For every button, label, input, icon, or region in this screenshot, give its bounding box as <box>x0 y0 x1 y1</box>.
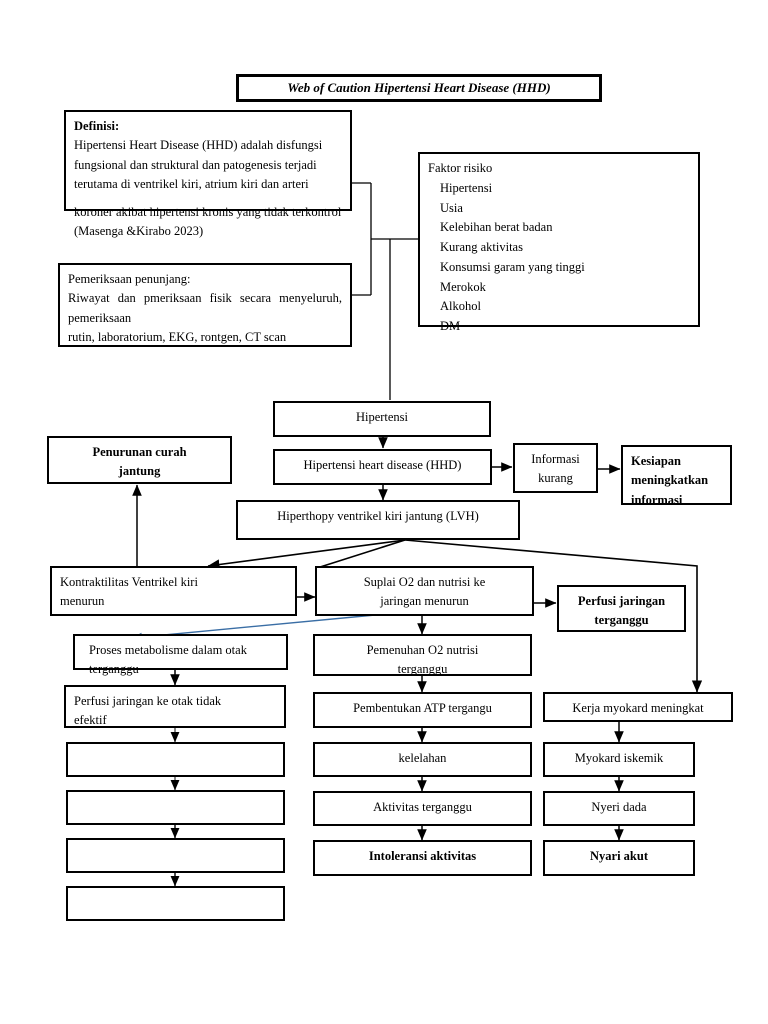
node-perfusi-jaringan-terganggu: Perfusi jaringan terganggu <box>557 585 686 632</box>
node-kontraktilitas-ventrikel-kiri: Kontraktilitas Ventrikel kiri menurun <box>50 566 297 616</box>
node-aktivitas-terganggu: Aktivitas terganggu <box>313 791 532 826</box>
node-label: Perfusi jaringan terganggu <box>577 594 666 628</box>
faktor-risiko-item: Usia <box>440 200 463 215</box>
faktor-risiko-item: Kelebihan berat badan <box>440 220 553 235</box>
node-lvh: Hiperthopy ventrikel kiri jantung (LVH) <box>236 500 520 540</box>
node-label: Informasi kurang <box>531 452 580 486</box>
node-penurunan-curah-jantung: Penurunan curah jantung <box>47 436 232 484</box>
node-label: Kerja myokard meningkat <box>572 701 704 715</box>
node-empty-4 <box>66 886 285 921</box>
node-kesiapan-meningkatkan-informasi: Kesiapan meningkatkan informasi <box>621 445 732 507</box>
node-hipertensi: Hipertensi <box>273 401 491 437</box>
node-kerja-myokard-meningkat: Kerja myokard meningkat <box>543 692 733 722</box>
node-label: Perfusi jaringan ke otak tidak efektif <box>74 694 222 728</box>
node-proses-metabolisme-otak: Proses metabolisme dalam otak terganggu <box>73 634 288 676</box>
node-pemenuhan-o2-nutrisi: Pemenuhan O2 nutrisi terganggu <box>313 634 532 676</box>
node-label: kelelahan <box>398 751 447 765</box>
node-informasi-kurang: Informasi kurang <box>513 443 598 493</box>
faktor-risiko-item: DM <box>440 319 461 333</box>
faktor-risiko-item: Hipertensi <box>440 180 493 195</box>
node-label: Penurunan curah jantung <box>92 445 187 479</box>
faktor-risiko-item: Merokok <box>440 279 486 294</box>
node-label: Hipertensi heart disease (HHD) <box>303 458 462 472</box>
node-label: Hipertensi <box>355 410 409 424</box>
node-label: Suplai O2 dan nutrisi ke jaringan menuru… <box>363 575 486 609</box>
node-kelelahan: kelelahan <box>313 742 532 777</box>
node-label: Nyari akut <box>590 849 648 863</box>
node-perfusi-otak-tidak-efektif: Perfusi jaringan ke otak tidak efektif <box>64 685 286 728</box>
node-intoleransi-aktivitas: Intoleransi aktivitas <box>313 840 532 876</box>
node-pembentukan-atp: Pembentukan ATP tergangu <box>313 692 532 728</box>
node-hhd: Hipertensi heart disease (HHD) <box>273 449 492 485</box>
node-label: Myokard iskemik <box>574 751 664 765</box>
faktor-risiko-heading: Faktor risiko <box>428 161 493 175</box>
node-label: Kontraktilitas Ventrikel kiri menurun <box>60 575 198 609</box>
node-empty-3 <box>66 838 285 873</box>
faktor-risiko-item: Konsumsi garam yang tinggi <box>440 259 585 274</box>
node-nyeri-dada: Nyeri dada <box>543 791 695 826</box>
definisi-box: Definisi: Hipertensi Heart Disease (HHD)… <box>64 110 352 238</box>
pemeriksaan-penunjang-box: Pemeriksaan penunjang: Riwayat dan pmeri… <box>58 263 352 347</box>
definisi-heading: Definisi: <box>74 119 120 133</box>
node-empty-1 <box>66 742 285 777</box>
faktor-risiko-item: Kurang aktivitas <box>440 240 523 254</box>
pemeriksaan-heading: Pemeriksaan penunjang: <box>68 272 191 286</box>
pemeriksaan-line-1: Riwayat dan pmeriksaan fisik secara meny… <box>68 291 342 325</box>
node-label: Kesiapan meningkatkan informasi <box>631 454 709 507</box>
diagram-title-box: Web of Caution Hipertensi Heart Disease … <box>236 74 602 102</box>
node-empty-2 <box>66 790 285 825</box>
node-label: Hiperthopy ventrikel kiri jantung (LVH) <box>277 509 479 523</box>
faktor-risiko-box: Faktor risiko Hipertensi Usia Kelebihan … <box>418 152 700 333</box>
node-suplai-o2: Suplai O2 dan nutrisi ke jaringan menuru… <box>315 566 534 616</box>
node-myokard-iskemik: Myokard iskemik <box>543 742 695 777</box>
definisi-paragraph-2: koroner akibat hipertensi kronis yang ti… <box>74 204 342 238</box>
definisi-paragraph-1: Hipertensi Heart Disease (HHD) adalah di… <box>74 138 323 192</box>
node-nyari-akut: Nyari akut <box>543 840 695 876</box>
diagram-title: Web of Caution Hipertensi Heart Disease … <box>287 79 551 95</box>
pemeriksaan-line-2: rutin, laboratorium, EKG, rontgen, CT sc… <box>68 330 287 345</box>
node-label: Pemenuhan O2 nutrisi terganggu <box>366 643 479 677</box>
node-label: Nyeri dada <box>591 800 647 814</box>
node-label: Pembentukan ATP tergangu <box>353 701 492 715</box>
node-label: Proses metabolisme dalam otak terganggu <box>89 643 247 677</box>
node-label: Aktivitas terganggu <box>373 800 472 814</box>
faktor-risiko-item: Alkohol <box>440 299 481 314</box>
node-label: Intoleransi aktivitas <box>368 849 477 863</box>
